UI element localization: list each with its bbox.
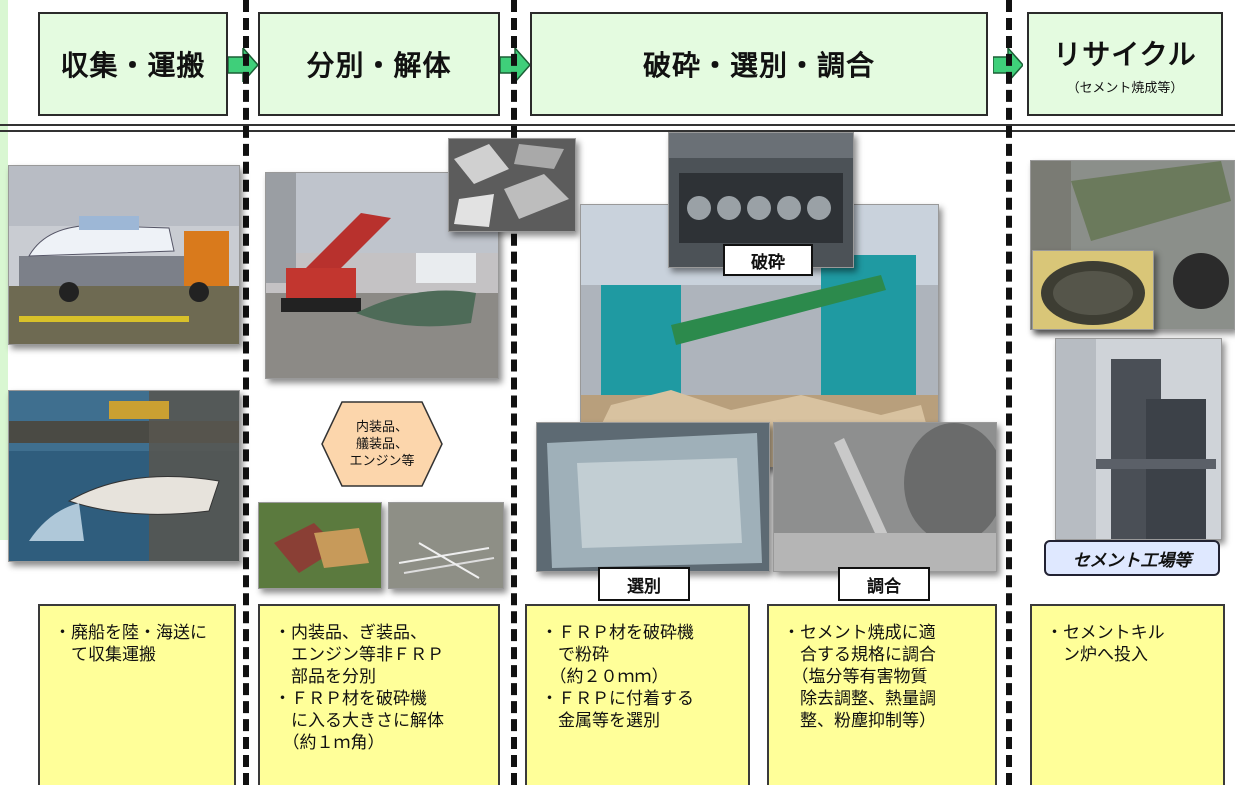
- header-recycle: リサイクル （セメント焼成等）: [1027, 12, 1223, 116]
- desc-separate: ・内装品、ぎ装品、 エンジン等非ＦＲＰ 部品を分別 ・ＦＲＰ材を破砕機 に入る大…: [258, 604, 500, 785]
- column-divider: [1006, 0, 1012, 785]
- desc-line: （約２０ｍｍ）: [541, 667, 669, 687]
- desc-line: て収集運搬: [54, 645, 156, 665]
- header-recycle-title: リサイクル: [1053, 37, 1197, 71]
- desc-line: に入る大きさに解体: [274, 711, 444, 731]
- header-collect: 収集・運搬: [38, 12, 228, 116]
- hexagon-line: 艤装品、: [355, 436, 408, 452]
- desc-line: ・セメント焼成に適: [783, 623, 936, 643]
- header-divider: [0, 124, 1235, 134]
- header-crush-title: 破砕・選別・調合: [642, 49, 875, 82]
- desc-blend: ・セメント焼成に適 合する規格に調合 （塩分等有害物質 除去調整、熱量調 整、粉…: [767, 604, 997, 785]
- header-collect-title: 収集・運搬: [60, 49, 206, 82]
- header-recycle-subtitle: （セメント焼成等）: [1066, 80, 1184, 96]
- tag-crush: 破砕: [723, 244, 813, 276]
- desc-line: 合する規格に調合: [783, 645, 936, 665]
- photo-sorting: [536, 422, 770, 572]
- photo-removed-parts: [258, 502, 382, 589]
- photo-cement-kiln: [1055, 338, 1222, 540]
- hexagon-line: 内装品、: [355, 419, 408, 435]
- desc-line: 除去調整、熱量調: [783, 689, 936, 709]
- header-crush-sort-blend: 破砕・選別・調合: [530, 12, 988, 116]
- photo-boat-on-pier: [8, 390, 240, 562]
- desc-line: エンジン等非ＦＲＰ: [274, 645, 444, 665]
- header-separate-title: 分別・解体: [306, 49, 452, 82]
- header-separate: 分別・解体: [258, 12, 500, 116]
- desc-line: 整、粉塵抑制等）: [783, 711, 936, 731]
- desc-line: ・廃船を陸・海送に: [54, 623, 207, 643]
- photo-metal-frames: [388, 502, 504, 589]
- photo-frp-pieces: [448, 138, 576, 232]
- tag-blend: 調合: [838, 567, 930, 601]
- column-divider: [511, 0, 517, 785]
- column-divider: [243, 0, 249, 785]
- desc-line: ・ＦＲＰに付着する: [541, 689, 694, 709]
- desc-line: （約１ｍ角）: [274, 733, 385, 753]
- desc-line: ・ＦＲＰ材を破砕機: [274, 689, 427, 709]
- photo-boat-on-truck: [8, 165, 240, 345]
- label-cement-factory: セメント工場等: [1044, 540, 1220, 576]
- desc-crush-sort: ・ＦＲＰ材を破砕機 で粉砕 （約２０ｍｍ） ・ＦＲＰに付着する 金属等を選別: [525, 604, 750, 785]
- left-edge-bar: [0, 0, 8, 540]
- desc-line: 金属等を選別: [541, 711, 660, 731]
- desc-line: ・ＦＲＰ材を破砕機: [541, 623, 694, 643]
- desc-line: で粉砕: [541, 645, 609, 665]
- desc-recycle: ・セメントキル ン炉へ投入: [1030, 604, 1225, 785]
- desc-line: 部品を分別: [274, 667, 376, 687]
- hexagon-parts: 内装品、 艤装品、 エンジン等: [320, 400, 444, 488]
- desc-collect: ・廃船を陸・海送に て収集運搬: [38, 604, 236, 785]
- desc-line: ン炉へ投入: [1046, 645, 1148, 665]
- desc-line: （塩分等有害物質: [783, 667, 928, 687]
- desc-line: ・内装品、ぎ装品、: [274, 623, 427, 643]
- tag-sort: 選別: [598, 567, 690, 601]
- hexagon-line: エンジン等: [349, 453, 415, 469]
- desc-line: ・セメントキル: [1046, 623, 1165, 643]
- photo-crushed-frp: [1032, 250, 1154, 330]
- photo-blending: [773, 422, 997, 572]
